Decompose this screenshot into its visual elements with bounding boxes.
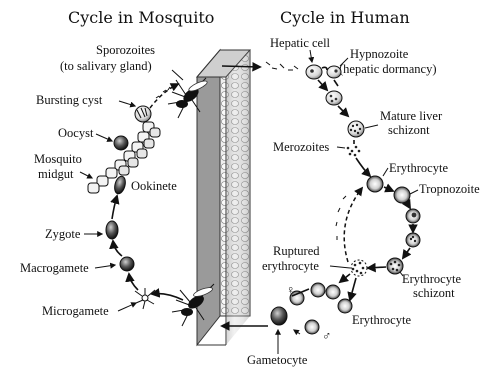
label-tropnozoite: Tropnozoite [419,182,480,196]
arrow-cyst-to-salivary [150,84,178,108]
label-ruptured-erythrocyte: erythrocyte [262,259,319,273]
arrow-macro-to-zygote [113,241,122,256]
label-microgamete: Microgamete [42,304,109,318]
label-zygote: Zygote [45,227,81,241]
label-sporozoites: Sporozoites [96,43,155,57]
label-mosquito: Mosquito [34,152,82,166]
ruptured-erythrocyte-icon [351,260,367,276]
label-gametocyte: Gametocyte [247,353,308,367]
late-trophozoite-icon [406,233,420,247]
label-merozoites: Merozoites [273,140,329,154]
macrogamete-icon [120,257,134,271]
oocyst-icon [114,136,128,150]
label-ruptured: Ruptured [273,244,320,258]
label-sporozoites-destination: (to salivary gland) [60,59,152,73]
mature-liver-schizont-icon [348,121,364,137]
arrow-micro-to-macro [129,274,138,290]
human-cycle-title: Cycle in Human [280,8,410,27]
label-macrogamete: Macrogamete [20,261,89,275]
microgamete-icon [135,288,155,309]
label-hepatic-dormancy: (hepatic dormancy) [339,62,437,76]
gametocyte-group [271,283,352,334]
ring-stage-icon [406,209,420,223]
skin-wall [197,50,250,345]
label-oocyst: Oocyst [58,126,94,140]
erythrocyte-schizont-icon [387,258,403,274]
sporozoite-particles [156,87,170,98]
arrow-bite-to-liver [222,66,260,67]
label-midgut: midgut [38,167,74,181]
sporozoites-human-icon [266,62,298,70]
bursting-cyst-icon [135,106,151,122]
leader-sporozoites [172,70,183,80]
label-bursting-cyst: Bursting cyst [36,93,103,107]
label-erythrocyte-top: Erythrocyte [389,161,448,175]
arrow-mosquito-to-microgamete [152,294,183,300]
arrow-merozoite-reinvasion [344,188,362,262]
mosquito-cycle-title: Cycle in Mosquito [68,8,214,27]
label-ookinete: Ookinete [131,179,177,193]
hypnozoite-icon [327,66,341,78]
label-erythrocyte-bottom: Erythrocyte [352,313,411,327]
label-mature-liver: Mature liver [380,109,443,123]
liver-trophozoite-icon [326,91,342,105]
merozoites-icon [347,146,361,157]
male-symbol: ♂ [322,329,331,343]
erythrocyte-top-icon [367,176,383,192]
zygote-icon [106,221,118,239]
arrow-zygote-to-ookinete [112,196,117,219]
tropnozoite-icon [394,187,410,203]
hepatic-cell-icon [306,65,322,79]
label-hepatic-cell: Hepatic cell [270,36,331,50]
label-erythrocyte-schizont: Erythrocyte [402,272,461,286]
label-erythrocyte-schizont-2: schizont [413,286,455,300]
label-liver-schizont: schizont [388,123,430,137]
label-hypnozoite: Hypnozoite [350,47,409,61]
